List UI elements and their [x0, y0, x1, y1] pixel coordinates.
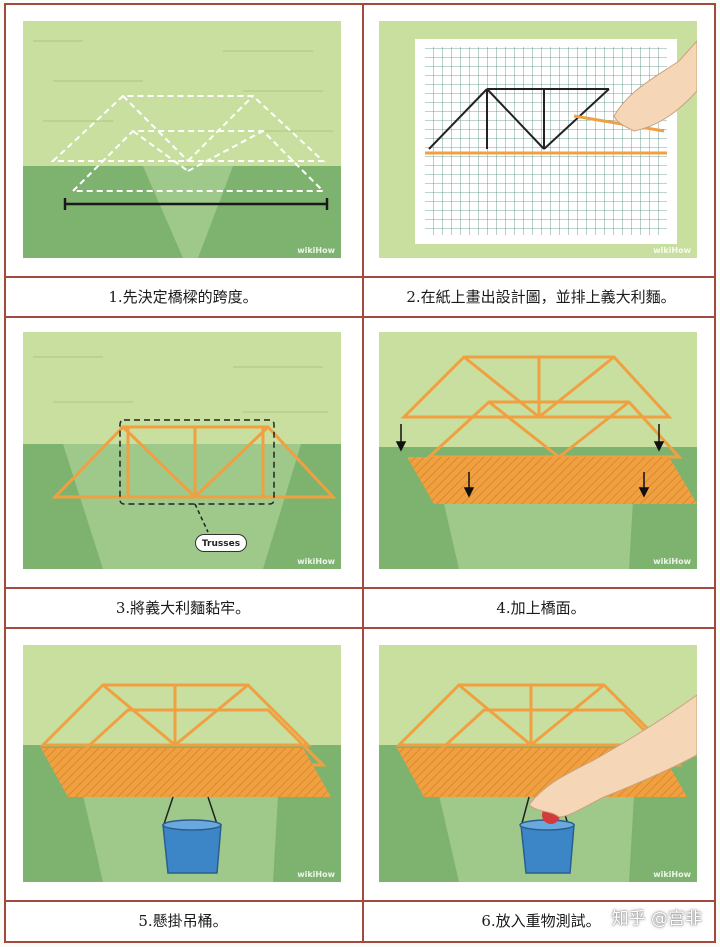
step-2-caption: 2.在紙上畫出設計圖，並排上義大利麵。 [406, 288, 676, 306]
row-divider [6, 316, 714, 318]
step-3-caption: 3.將義大利麵黏牢。 [115, 599, 251, 617]
author-credit: 知乎 @宫非 [611, 909, 702, 929]
step-2-illustration: wikiHow [379, 21, 697, 258]
instruction-sheet: wikiHow wikiHow [4, 3, 716, 943]
step-3-illustration: Trusses wikiHow [23, 332, 341, 569]
watermark: wikiHow [653, 870, 691, 879]
step-4-caption: 4.加上橋面。 [496, 599, 586, 617]
row-divider [6, 627, 714, 629]
watermark: wikiHow [297, 246, 335, 255]
column-divider [362, 5, 364, 941]
step-4-illustration: wikiHow [379, 332, 697, 569]
step-5-caption: 5.懸掛吊桶。 [138, 912, 228, 930]
step-6-caption: 6.放入重物測試。 [481, 912, 601, 930]
step-5-illustration: wikiHow [23, 645, 341, 882]
watermark: wikiHow [653, 246, 691, 255]
watermark: wikiHow [297, 870, 335, 879]
watermark: wikiHow [653, 557, 691, 566]
row-divider [6, 276, 714, 278]
step-1-caption: 1.先決定橋樑的跨度。 [108, 288, 258, 306]
step-1-illustration: wikiHow [23, 21, 341, 258]
watermark: wikiHow [297, 557, 335, 566]
trusses-label: Trusses [195, 534, 247, 552]
step-6-illustration: wikiHow [379, 645, 697, 882]
row-divider [6, 587, 714, 589]
row-divider [6, 900, 714, 902]
